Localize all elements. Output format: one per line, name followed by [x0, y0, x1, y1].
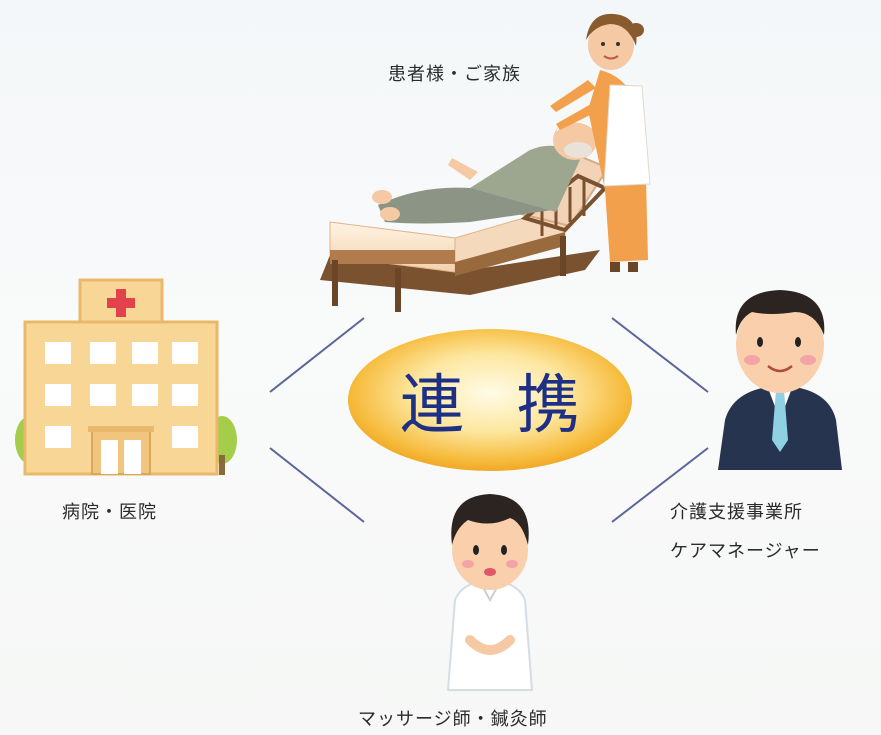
connector-line-top-right: [611, 317, 709, 393]
businessman-icon: [718, 290, 842, 470]
label-hospital-clinic: 病院・医院: [62, 502, 157, 523]
label-care-manager: ケアマネージャー: [670, 541, 821, 562]
caregiver-patient-bed-icon: [320, 13, 651, 312]
center-label: 連 携: [399, 369, 597, 443]
connector-line-bottom-right: [611, 447, 709, 523]
center-oval: [348, 329, 632, 471]
label-patient-family: 患者様・ご家族: [388, 64, 521, 85]
hospital-icon: [15, 278, 237, 476]
connector-line-top-left: [269, 317, 365, 393]
center-label-container: 連 携: [348, 329, 632, 471]
label-massage-acupuncture: マッサージ師・鍼灸師: [358, 709, 548, 730]
connector-lines: [269, 317, 709, 523]
label-care-support-office: 介護支援事業所: [670, 502, 803, 523]
therapist-icon: [446, 494, 534, 691]
connector-line-bottom-left: [269, 447, 365, 523]
